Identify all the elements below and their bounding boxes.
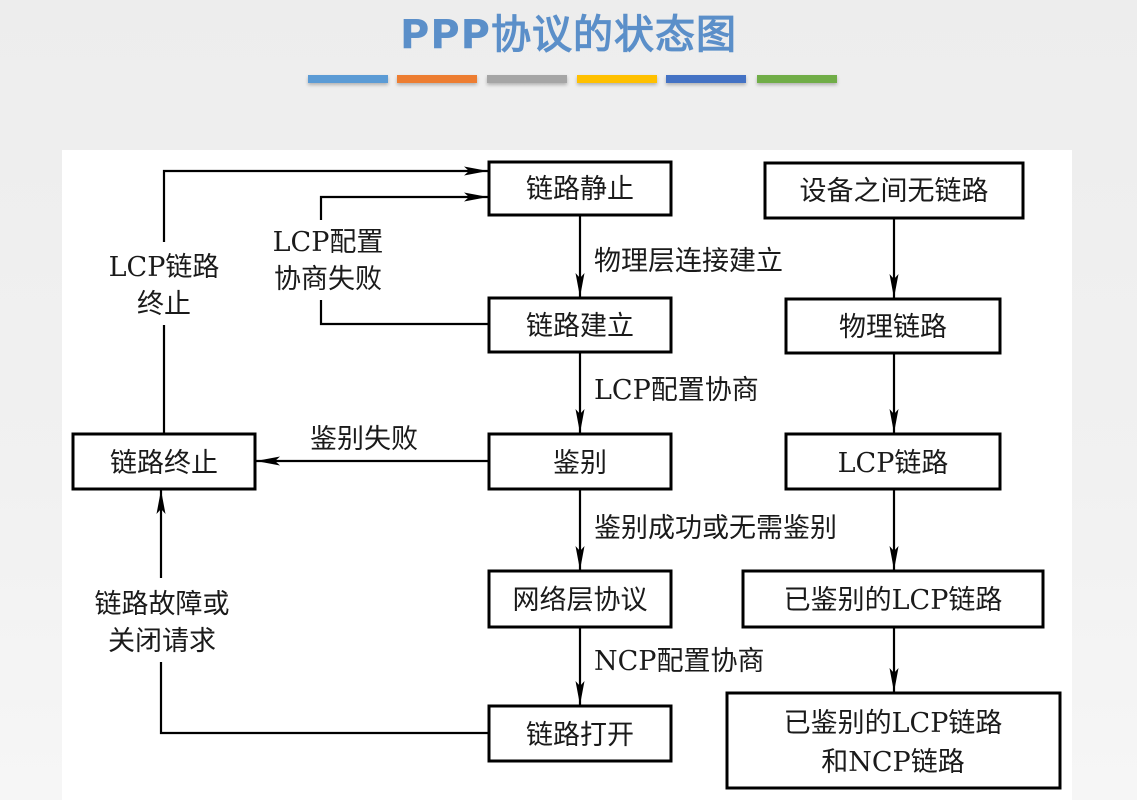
state-physical-link	[784, 297, 1002, 355]
state-label: 链路建立	[526, 311, 634, 342]
accent-bar-orange	[397, 75, 477, 83]
state-link-establish	[487, 296, 673, 354]
arrow-lcp-terminate-top	[162, 166, 488, 242]
state-label: 已鉴别的LCP链路	[784, 585, 1003, 616]
state-link-terminate	[71, 432, 257, 491]
state-link-dead	[487, 160, 673, 217]
accent-bars	[0, 75, 1137, 85]
transition-label: LCP配置	[273, 227, 384, 258]
state-lcp-link	[784, 432, 1002, 491]
state-label: 和NCP链路	[821, 747, 964, 778]
transition-label: 鉴别成功或无需鉴别	[594, 513, 837, 544]
accent-bar-green	[757, 75, 837, 83]
transition-label: NCP配置协商	[594, 646, 764, 677]
transition-label: 物理层连接建立	[594, 246, 783, 277]
accent-bar-darkblue	[666, 75, 746, 83]
transition-label: 鉴别失败	[310, 424, 418, 455]
state-label: 鉴别	[553, 448, 607, 479]
state-auth-lcp-ncp-link	[725, 691, 1062, 790]
state-label: 已鉴别的LCP链路	[784, 708, 1003, 739]
transition-label: 协商失败	[274, 264, 382, 295]
transition-label: 链路故障或	[95, 589, 230, 620]
state-label: 网络层协议	[513, 585, 648, 616]
accent-bar-gray	[487, 75, 567, 83]
state-label: 物理链路	[839, 312, 947, 343]
accent-bar-yellow	[577, 75, 657, 83]
state-authenticate	[487, 432, 673, 491]
state-label: 链路终止	[110, 448, 218, 479]
state-auth-lcp-link	[741, 569, 1045, 629]
state-label: 设备之间无链路	[800, 176, 989, 207]
arrow-lcp-config-fail-bottom	[319, 300, 488, 326]
page-title: PPP协议的状态图	[400, 12, 737, 58]
accent-bar-blue	[308, 75, 388, 83]
state-network-protocol	[487, 569, 673, 629]
transition-label: LCP配置协商	[594, 375, 759, 406]
state-label: LCP链路	[838, 448, 949, 479]
transition-label: LCP链路	[109, 252, 220, 283]
state-link-open	[487, 704, 673, 763]
state-no-link	[763, 161, 1025, 220]
transition-label: 关闭请求	[108, 626, 216, 657]
transition-label: 终止	[137, 289, 191, 320]
arrow-lcp-config-fail-top	[319, 192, 488, 220]
state-label: 链路打开	[526, 720, 634, 751]
state-label: 链路静止	[526, 174, 634, 205]
arrow-link-fail-bottom	[159, 662, 488, 735]
